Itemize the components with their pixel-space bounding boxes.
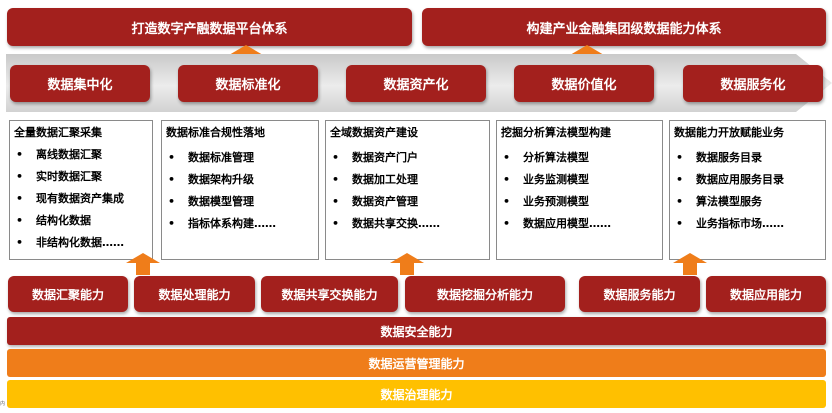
list-item-label: 现有数据资产集成 — [36, 192, 124, 205]
bullet-icon: • — [676, 195, 684, 208]
list-item: • 实时数据汇聚 — [14, 166, 148, 188]
capability-application: 数据应用能力 — [706, 276, 826, 312]
list-item: • 现有数据资产集成 — [14, 188, 148, 210]
bullet-icon: • — [503, 173, 511, 186]
bullet-icon: • — [332, 151, 340, 164]
bullet-icon: • — [503, 217, 511, 230]
list-item-label: 业务监测模型 — [523, 173, 589, 186]
stage-servitization: 数据服务化 — [683, 65, 823, 102]
list-item: • 数据应用模型…… — [501, 213, 658, 235]
panel-title: 全域数据资产建设 — [330, 126, 418, 139]
list-item-label: 离线数据汇聚 — [36, 148, 102, 161]
list-item: • 数据服务目录 — [674, 147, 821, 169]
top-title-capability: 构建产业金融集团级数据能力体系 — [422, 8, 826, 46]
list-item-label: 数据模型管理 — [188, 195, 254, 208]
bullet-icon: • — [332, 195, 340, 208]
band-security: 数据安全能力 — [7, 317, 826, 345]
list-item-label: 指标体系构建…… — [188, 217, 276, 230]
capability-mining: 数据挖掘分析能力 — [405, 276, 565, 312]
panel-assets: 全域数据资产建设 • 数据资产门户 • 数据加工处理 • 数据资产管理 • 数据共享交换… — [325, 120, 490, 260]
panel-analytics: 挖掘分析算法模型构建 • 分析算法模型 • 业务监测模型 • 业务预测模型 • 数据应用… — [496, 120, 663, 260]
bullet-icon: • — [503, 195, 511, 208]
list-item-label: 数据应用服务目录 — [696, 173, 784, 186]
capability-sharing: 数据共享交换能力 — [261, 276, 398, 312]
list-item-label: 数据应用模型…… — [523, 217, 611, 230]
stage-centralization: 数据集中化 — [10, 65, 150, 102]
list-item: • 数据应用服务目录 — [674, 169, 821, 191]
top-title-platform: 打造数字产融数据平台体系 — [7, 8, 412, 46]
panel-title: 挖掘分析算法模型构建 — [501, 126, 611, 139]
panel-collection: 全量数据汇聚采集 • 离线数据汇聚 • 实时数据汇聚 • 现有数据资产集成 • 结构化数… — [9, 120, 153, 260]
bullet-icon: • — [332, 173, 340, 186]
bullet-icon: • — [168, 173, 176, 186]
bullet-icon: • — [676, 217, 684, 230]
stage-assetization: 数据资产化 — [346, 65, 486, 102]
list-item-label: 数据共享交换…… — [352, 217, 440, 230]
up-arrow-icon — [673, 253, 707, 275]
list-item-label: 实时数据汇聚 — [36, 170, 102, 183]
list-item-label: 数据服务目录 — [696, 151, 762, 164]
bullet-icon: • — [16, 192, 24, 205]
list-item: • 数据资产管理 — [330, 191, 485, 213]
list-item: • 数据模型管理 — [166, 191, 314, 213]
capability-processing: 数据处理能力 — [134, 276, 255, 312]
list-item: • 数据资产门户 — [330, 147, 485, 169]
list-item: • 数据标准管理 — [166, 147, 314, 169]
up-arrow-icon — [126, 253, 160, 275]
bullet-icon: • — [332, 217, 340, 230]
list-item-label: 数据资产门户 — [352, 151, 418, 164]
list-item-label: 数据资产管理 — [352, 195, 418, 208]
bullet-icon: • — [16, 170, 24, 183]
list-item: • 结构化数据 — [14, 210, 148, 232]
list-item: • 分析算法模型 — [501, 147, 658, 169]
list-item-label: 数据加工处理 — [352, 173, 418, 186]
bullet-icon: • — [676, 173, 684, 186]
bullet-icon: • — [168, 151, 176, 164]
list-item-label: 数据架构升级 — [188, 173, 254, 186]
list-item-label: 算法模型服务 — [696, 195, 762, 208]
capability-service: 数据服务能力 — [579, 276, 700, 312]
band-operations: 数据运营管理能力 — [7, 349, 826, 377]
list-item: • 业务监测模型 — [501, 169, 658, 191]
bullet-icon: • — [168, 195, 176, 208]
list-item: • 数据共享交换…… — [330, 213, 485, 235]
bullet-icon: • — [16, 148, 24, 161]
list-item-label: 业务指标市场…… — [696, 217, 784, 230]
panel-standards: 数据标准合规性落地 • 数据标准管理 • 数据架构升级 • 数据模型管理 • 指标体系构… — [161, 120, 319, 260]
list-item: • 算法模型服务 — [674, 191, 821, 213]
band-governance: 数据治理能力 — [7, 380, 826, 408]
list-item: • 指标体系构建…… — [166, 213, 314, 235]
list-item: • 数据加工处理 — [330, 169, 485, 191]
list-item-label: 业务预测模型 — [523, 195, 589, 208]
list-item-label: 数据标准管理 — [188, 151, 254, 164]
panel-title: 全量数据汇聚采集 — [14, 126, 102, 139]
bullet-icon: • — [16, 214, 24, 227]
up-arrow-icon — [390, 253, 424, 275]
panel-title: 数据能力开放赋能业务 — [674, 126, 784, 139]
bullet-icon: • — [676, 151, 684, 164]
list-item-label: 非结构化数据…… — [36, 236, 124, 249]
list-item: • 数据架构升级 — [166, 169, 314, 191]
stage-standardization: 数据标准化 — [178, 65, 318, 102]
footnote: 内 — [0, 401, 6, 407]
panel-title: 数据标准合规性落地 — [166, 126, 265, 139]
list-item-label: 结构化数据 — [36, 214, 91, 227]
bullet-icon: • — [16, 236, 24, 249]
bullet-icon: • — [168, 217, 176, 230]
list-item: • 业务指标市场…… — [674, 213, 821, 235]
bullet-icon: • — [503, 151, 511, 164]
capability-aggregation: 数据汇聚能力 — [8, 276, 128, 312]
panel-services: 数据能力开放赋能业务 • 数据服务目录 • 数据应用服务目录 • 算法模型服务 • 业务… — [669, 120, 826, 260]
list-item: • 非结构化数据…… — [14, 232, 148, 254]
stage-valorization: 数据价值化 — [514, 65, 654, 102]
list-item-label: 分析算法模型 — [523, 151, 589, 164]
list-item: • 业务预测模型 — [501, 191, 658, 213]
list-item: • 离线数据汇聚 — [14, 144, 148, 166]
